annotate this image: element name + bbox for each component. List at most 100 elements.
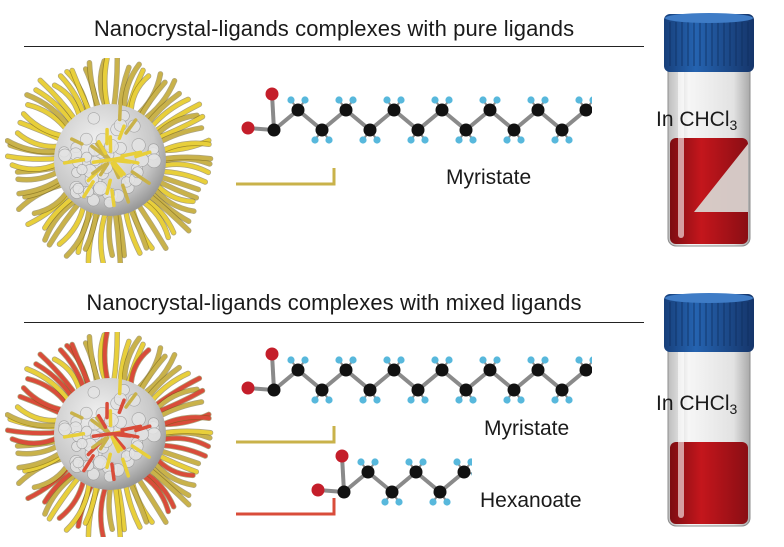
carbon-atom: [267, 123, 281, 137]
hydrogen-atom: [453, 458, 461, 466]
myristate-molecule: [241, 87, 592, 144]
carbon-atom: [363, 123, 377, 137]
carbon-atom: [411, 383, 425, 397]
cap-top: [665, 293, 753, 303]
hydrogen-atom: [359, 396, 367, 404]
hydrogen-atom: [575, 356, 583, 364]
hydrogen-atom: [503, 396, 511, 404]
hydrogen-atom: [373, 396, 381, 404]
oxygen-atom: [265, 347, 279, 361]
carbon-atom: [507, 383, 521, 397]
hydrogen-atom: [503, 136, 511, 144]
surface-atom: [131, 138, 146, 153]
ligand-strand-front: [82, 180, 95, 199]
carbon-atom: [555, 383, 569, 397]
ligand-strand-front: [96, 139, 108, 156]
myristate-legend-line: [236, 426, 336, 444]
carbon-atom: [387, 103, 401, 117]
carbon-atom: [435, 363, 449, 377]
ligand-strand-front: [70, 137, 84, 146]
hydrogen-atom: [359, 136, 367, 144]
ligand-strand-front: [91, 432, 111, 438]
carbon-atom: [483, 103, 497, 117]
carbon-atom: [459, 383, 473, 397]
hydrogen-atom: [565, 136, 573, 144]
hydrogen-atom: [479, 356, 487, 364]
hydrogen-atom: [287, 96, 295, 104]
ligand-strand-front: [96, 413, 108, 430]
hydrogen-atom: [467, 458, 472, 466]
hydrogen-atom: [335, 96, 343, 104]
ligand-strand-front: [108, 157, 125, 162]
ligand-strand-front: [124, 392, 138, 409]
vial-liquid: [670, 442, 748, 524]
hydrogen-atom: [527, 356, 535, 364]
ligand-strand-front: [91, 158, 111, 164]
hydrogen-atom: [455, 396, 463, 404]
ligand-strand-front: [121, 432, 140, 439]
ligand-label-myristate: Myristate: [484, 417, 570, 440]
vial-pure-ligands: [664, 13, 754, 247]
hydrogen-atom: [431, 356, 439, 364]
hydrogen-atom: [551, 396, 559, 404]
surface-atom: [146, 427, 162, 443]
ligand-label-myristate: Myristate: [446, 166, 532, 189]
hydrogen-atom: [421, 396, 429, 404]
ligand-strand-front: [110, 462, 116, 482]
carbon-atom: [339, 363, 353, 377]
surface-atom: [72, 182, 84, 195]
hydrogen-atom: [301, 356, 309, 364]
carbon-atom: [409, 465, 423, 479]
hydrogen-atom: [469, 136, 477, 144]
vial-mixed-ligands: [664, 293, 754, 527]
hydrogen-atom: [405, 458, 413, 466]
ligand-strand-front: [91, 162, 108, 176]
solvent-label: In CHCl3: [656, 108, 738, 133]
ligand-strand-front: [110, 161, 124, 178]
ligand-strand-front: [110, 188, 116, 208]
ligand-strand-front: [134, 150, 152, 159]
carbon-atom: [363, 383, 377, 397]
ligand-strand: [157, 429, 213, 436]
carbon-atom: [315, 123, 329, 137]
ligand-strand-front: [117, 101, 123, 122]
carbon-atom: [555, 123, 569, 137]
title-underline: [24, 322, 644, 323]
surface-atom: [146, 153, 162, 169]
hydrogen-atom: [301, 96, 309, 104]
surface-atom: [87, 386, 100, 399]
carbon-atom: [579, 363, 592, 377]
ligand-shell: [5, 332, 214, 537]
hydrogen-atom: [335, 356, 343, 364]
carbon-atom: [433, 485, 447, 499]
hydrogen-atom: [311, 136, 319, 144]
hydrogen-atom: [395, 498, 403, 506]
hydrogen-atom: [443, 498, 451, 506]
hydrogen-atom: [349, 356, 357, 364]
surface-atom: [131, 412, 146, 427]
vial-cap: [664, 14, 754, 72]
hydrogen-atom: [357, 458, 365, 466]
panel-title: Nanocrystal-ligands complexes with mixed…: [86, 290, 582, 315]
hydrogen-atom: [397, 96, 405, 104]
hydrogen-atom: [381, 498, 389, 506]
hexanoate-legend-line: [236, 498, 336, 516]
carbon-atom: [361, 465, 375, 479]
carbon-atom: [483, 363, 497, 377]
ligand-strand-front: [121, 183, 131, 204]
hydrogen-atom: [575, 96, 583, 104]
carbon-atom: [411, 123, 425, 137]
ligand-strand-front: [112, 161, 126, 176]
oxygen-atom: [241, 121, 255, 135]
ligand-strand-front: [98, 435, 110, 451]
hydrogen-atom: [325, 396, 333, 404]
hydrogen-atom: [407, 396, 415, 404]
surface-atom: [87, 467, 100, 481]
hydrogen-atom: [373, 136, 381, 144]
ligand-strand-front: [91, 436, 108, 450]
carbon-atom: [385, 485, 399, 499]
hydrogen-atom: [349, 96, 357, 104]
ligand-strand-front: [120, 424, 143, 432]
hydrogen-atom: [383, 96, 391, 104]
myristate-legend-line: [236, 168, 336, 186]
